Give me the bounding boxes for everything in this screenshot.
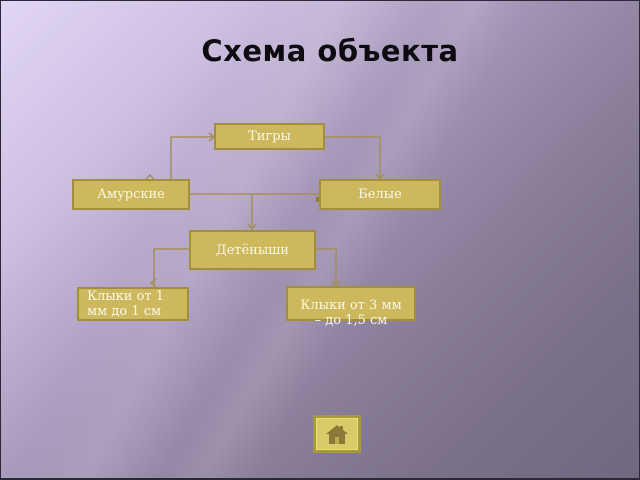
node-amur-label: Амурские	[97, 187, 165, 202]
node-cubs-label: Детёныши	[216, 242, 289, 258]
node-amur[interactable]: Амурские	[72, 179, 190, 210]
node-fangs-large-label: Клыки от 3 мм – до 1,5 см	[300, 297, 402, 328]
node-fangs-small-label: Клыки от 1 мм до 1 см	[87, 289, 165, 319]
node-tigers-label: Тигры	[248, 129, 291, 144]
home-button[interactable]	[313, 415, 361, 453]
slide-title: Схема объекта	[201, 34, 459, 68]
node-cubs[interactable]: Детёныши	[189, 230, 316, 270]
node-white[interactable]: Белые	[319, 179, 441, 210]
home-icon	[326, 425, 348, 444]
node-tigers[interactable]: Тигры	[214, 123, 325, 150]
node-white-label: Белые	[358, 187, 402, 202]
node-fangs-large[interactable]: Клыки от 3 мм – до 1,5 см	[286, 286, 416, 328]
node-fangs-small[interactable]: Клыки от 1 мм до 1 см	[77, 287, 189, 321]
home-button-face	[316, 418, 358, 450]
